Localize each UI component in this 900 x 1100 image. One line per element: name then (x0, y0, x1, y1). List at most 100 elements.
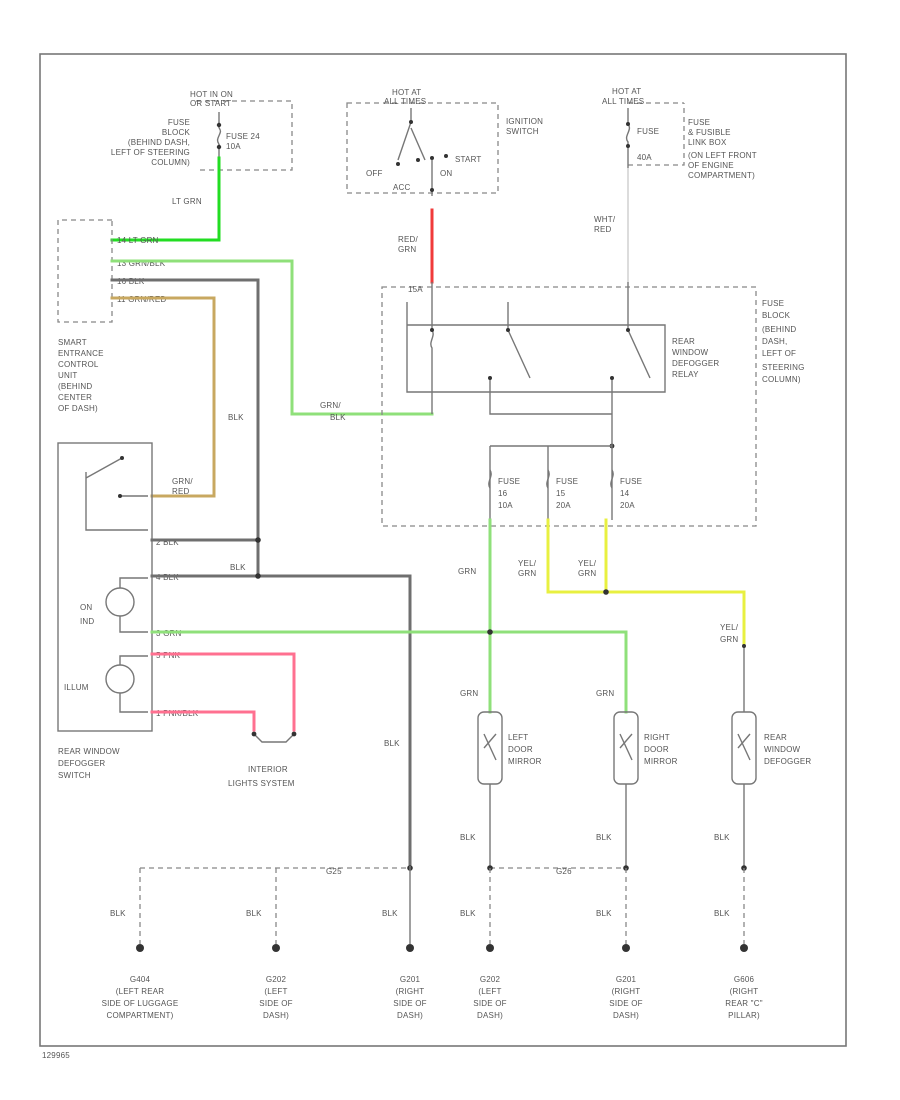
wire-blk2-label: BLK (230, 563, 246, 572)
wire-grn-red (110, 296, 216, 498)
wire-sw-pin4 (150, 574, 412, 868)
wire-yelgrn-b-1: YEL/ (578, 559, 597, 568)
wire-red-grn-label-1: RED/ (398, 235, 418, 244)
relay-label-2: WINDOW (672, 348, 709, 357)
fuse15-num: 15 (556, 489, 566, 498)
ign-start-label: START (455, 155, 481, 164)
wire-grn-label: GRN (458, 567, 476, 576)
wire-grn-blk (110, 259, 434, 416)
wire-pnk (150, 652, 296, 732)
relay-pin-a: 15A (408, 285, 423, 294)
gnd-blk-3: BLK (382, 909, 398, 918)
fuse-block-24: HOT IN ON OR START FUSE BLOCK (BEHIND DA… (111, 90, 293, 171)
left-mirror-label-3: MIRROR (508, 757, 542, 766)
fuse16-amp: 10A (498, 501, 513, 510)
right-mirror-label-1: RIGHT (644, 733, 670, 742)
hot-run-label-2: OR START (190, 99, 231, 108)
relay-label-1: REAR (672, 337, 695, 346)
relay-block-label-5: LEFT OF (762, 349, 796, 358)
wire-yelgrn-b-2: GRN (578, 569, 596, 578)
footer-code: 129965 (42, 1051, 70, 1060)
g1-l2: (LEFT REAR (116, 987, 165, 996)
fusible-link-label-3: LINK BOX (688, 138, 727, 147)
diagram-frame (39, 53, 847, 1047)
fuse-link-label-1: FUSE (637, 127, 659, 136)
fuse14-num: 14 (620, 489, 630, 498)
relay-block-label-6: STEERING (762, 363, 805, 372)
g2-l4: DASH) (263, 1011, 289, 1020)
seu-label-1: SMART (58, 338, 87, 347)
fuse-block-label-5: COLUMN) (151, 158, 190, 167)
wire-grn-r-label: GRN (596, 689, 614, 698)
hot-all-label2-2: ALL TIMES (602, 97, 644, 106)
right-mirror-label-2: DOOR (644, 745, 669, 754)
gnd-blk-6: BLK (714, 909, 730, 918)
ignition-switch-label-2: SWITCH (506, 127, 539, 136)
gnd-blk-1: BLK (110, 909, 126, 918)
fuse-block-label-1: FUSE (168, 118, 190, 127)
switch-label-3: SWITCH (58, 771, 91, 780)
ignition-switch-label-1: IGNITION (506, 117, 543, 126)
switch-label-2: DEFOGGER (58, 759, 105, 768)
rear-defogger-label-2: WINDOW (764, 745, 801, 754)
seu-label-7: OF DASH) (58, 404, 98, 413)
g2-l2: (LEFT (264, 987, 287, 996)
splice-b-label: G26 (556, 867, 572, 876)
g5-l1: G201 (616, 975, 637, 984)
ground-wire-labels: BLK BLK BLK BLK BLK BLK BLK BLK BLK (110, 833, 730, 918)
g1-l1: G404 (130, 975, 151, 984)
fuse-block-label-3: (BEHIND DASH, (128, 138, 190, 147)
splice-a-label: G25 (326, 867, 342, 876)
wire-yelgrn-a-1: YEL/ (518, 559, 537, 568)
relay-block-label-1: FUSE (762, 299, 784, 308)
defogger-switch: ON IND ILLUM 2 BLK 4 BLK 3 GRN 5 PNK 1 P… (57, 442, 199, 780)
seu-label-4: UNIT (58, 371, 77, 380)
right-mirror-label-3: MIRROR (644, 757, 678, 766)
switch-label-1: REAR WINDOW (58, 747, 120, 756)
wire-yelgrn-c-2: GRN (720, 635, 738, 644)
gnd-blk-2: BLK (246, 909, 262, 918)
on-ind-label-2: IND (80, 617, 94, 626)
wire-pnk-blk (150, 710, 256, 732)
rear-defogger-label-1: REAR (764, 733, 787, 742)
seu-label-3: CONTROL (58, 360, 99, 369)
g3-l4: DASH) (397, 1011, 423, 1020)
wire-grn-blk-label-2: BLK (330, 413, 346, 422)
left-door-mirror: LEFT DOOR MIRROR (477, 711, 542, 866)
wire-ltgrn-label: LT GRN (172, 197, 202, 206)
fuse-link-label-2: 40A (637, 153, 652, 162)
g4-l3: SIDE OF (473, 999, 506, 1008)
g5-l4: DASH) (613, 1011, 639, 1020)
g3-l3: SIDE OF (393, 999, 426, 1008)
g4-l1: G202 (480, 975, 501, 984)
wire-grn-blk-label-1: GRN/ (320, 401, 341, 410)
g6-l1: G606 (734, 975, 755, 984)
right-door-mirror: RIGHT DOOR MIRROR (613, 711, 678, 866)
wire-grn-red-label-1: GRN/ (172, 477, 193, 486)
hot-all-label-2: ALL TIMES (384, 97, 426, 106)
g3-l1: G201 (400, 975, 421, 984)
left-mirror-label-2: DOOR (508, 745, 533, 754)
fusible-link-label-4: (ON LEFT FRONT (688, 151, 757, 160)
relay-block-label-2: BLOCK (762, 311, 791, 320)
fuse15-name: FUSE (556, 477, 578, 486)
fuse24-label-1: FUSE 24 (226, 132, 260, 141)
ignition-switch: HOT AT ALL TIMES IGNITION SWITCH OFF ON … (346, 88, 543, 196)
wire-yelgrn-a-2: GRN (518, 569, 536, 578)
wire-yelgrn-c-1: YEL/ (720, 623, 739, 632)
ground-drops (139, 866, 745, 944)
ground-points (136, 944, 748, 952)
fuse14-name: FUSE (620, 477, 642, 486)
gnd-blk-4: BLK (460, 909, 476, 918)
wire-blk3-label: BLK (384, 739, 400, 748)
hot-all-label-1: HOT AT (392, 88, 421, 97)
g2-l3: SIDE OF (259, 999, 292, 1008)
ign-acc-label: ACC (393, 183, 411, 192)
wire-grn-main (150, 630, 628, 714)
wire-blk-label: BLK (228, 413, 244, 422)
wire-wht-red-label-1: WHT/ (594, 215, 616, 224)
g4-l2: (LEFT (478, 987, 501, 996)
g4-l4: DASH) (477, 1011, 503, 1020)
wire-wht-red-label-2: RED (594, 225, 612, 234)
seu-label-6: CENTER (58, 393, 92, 402)
